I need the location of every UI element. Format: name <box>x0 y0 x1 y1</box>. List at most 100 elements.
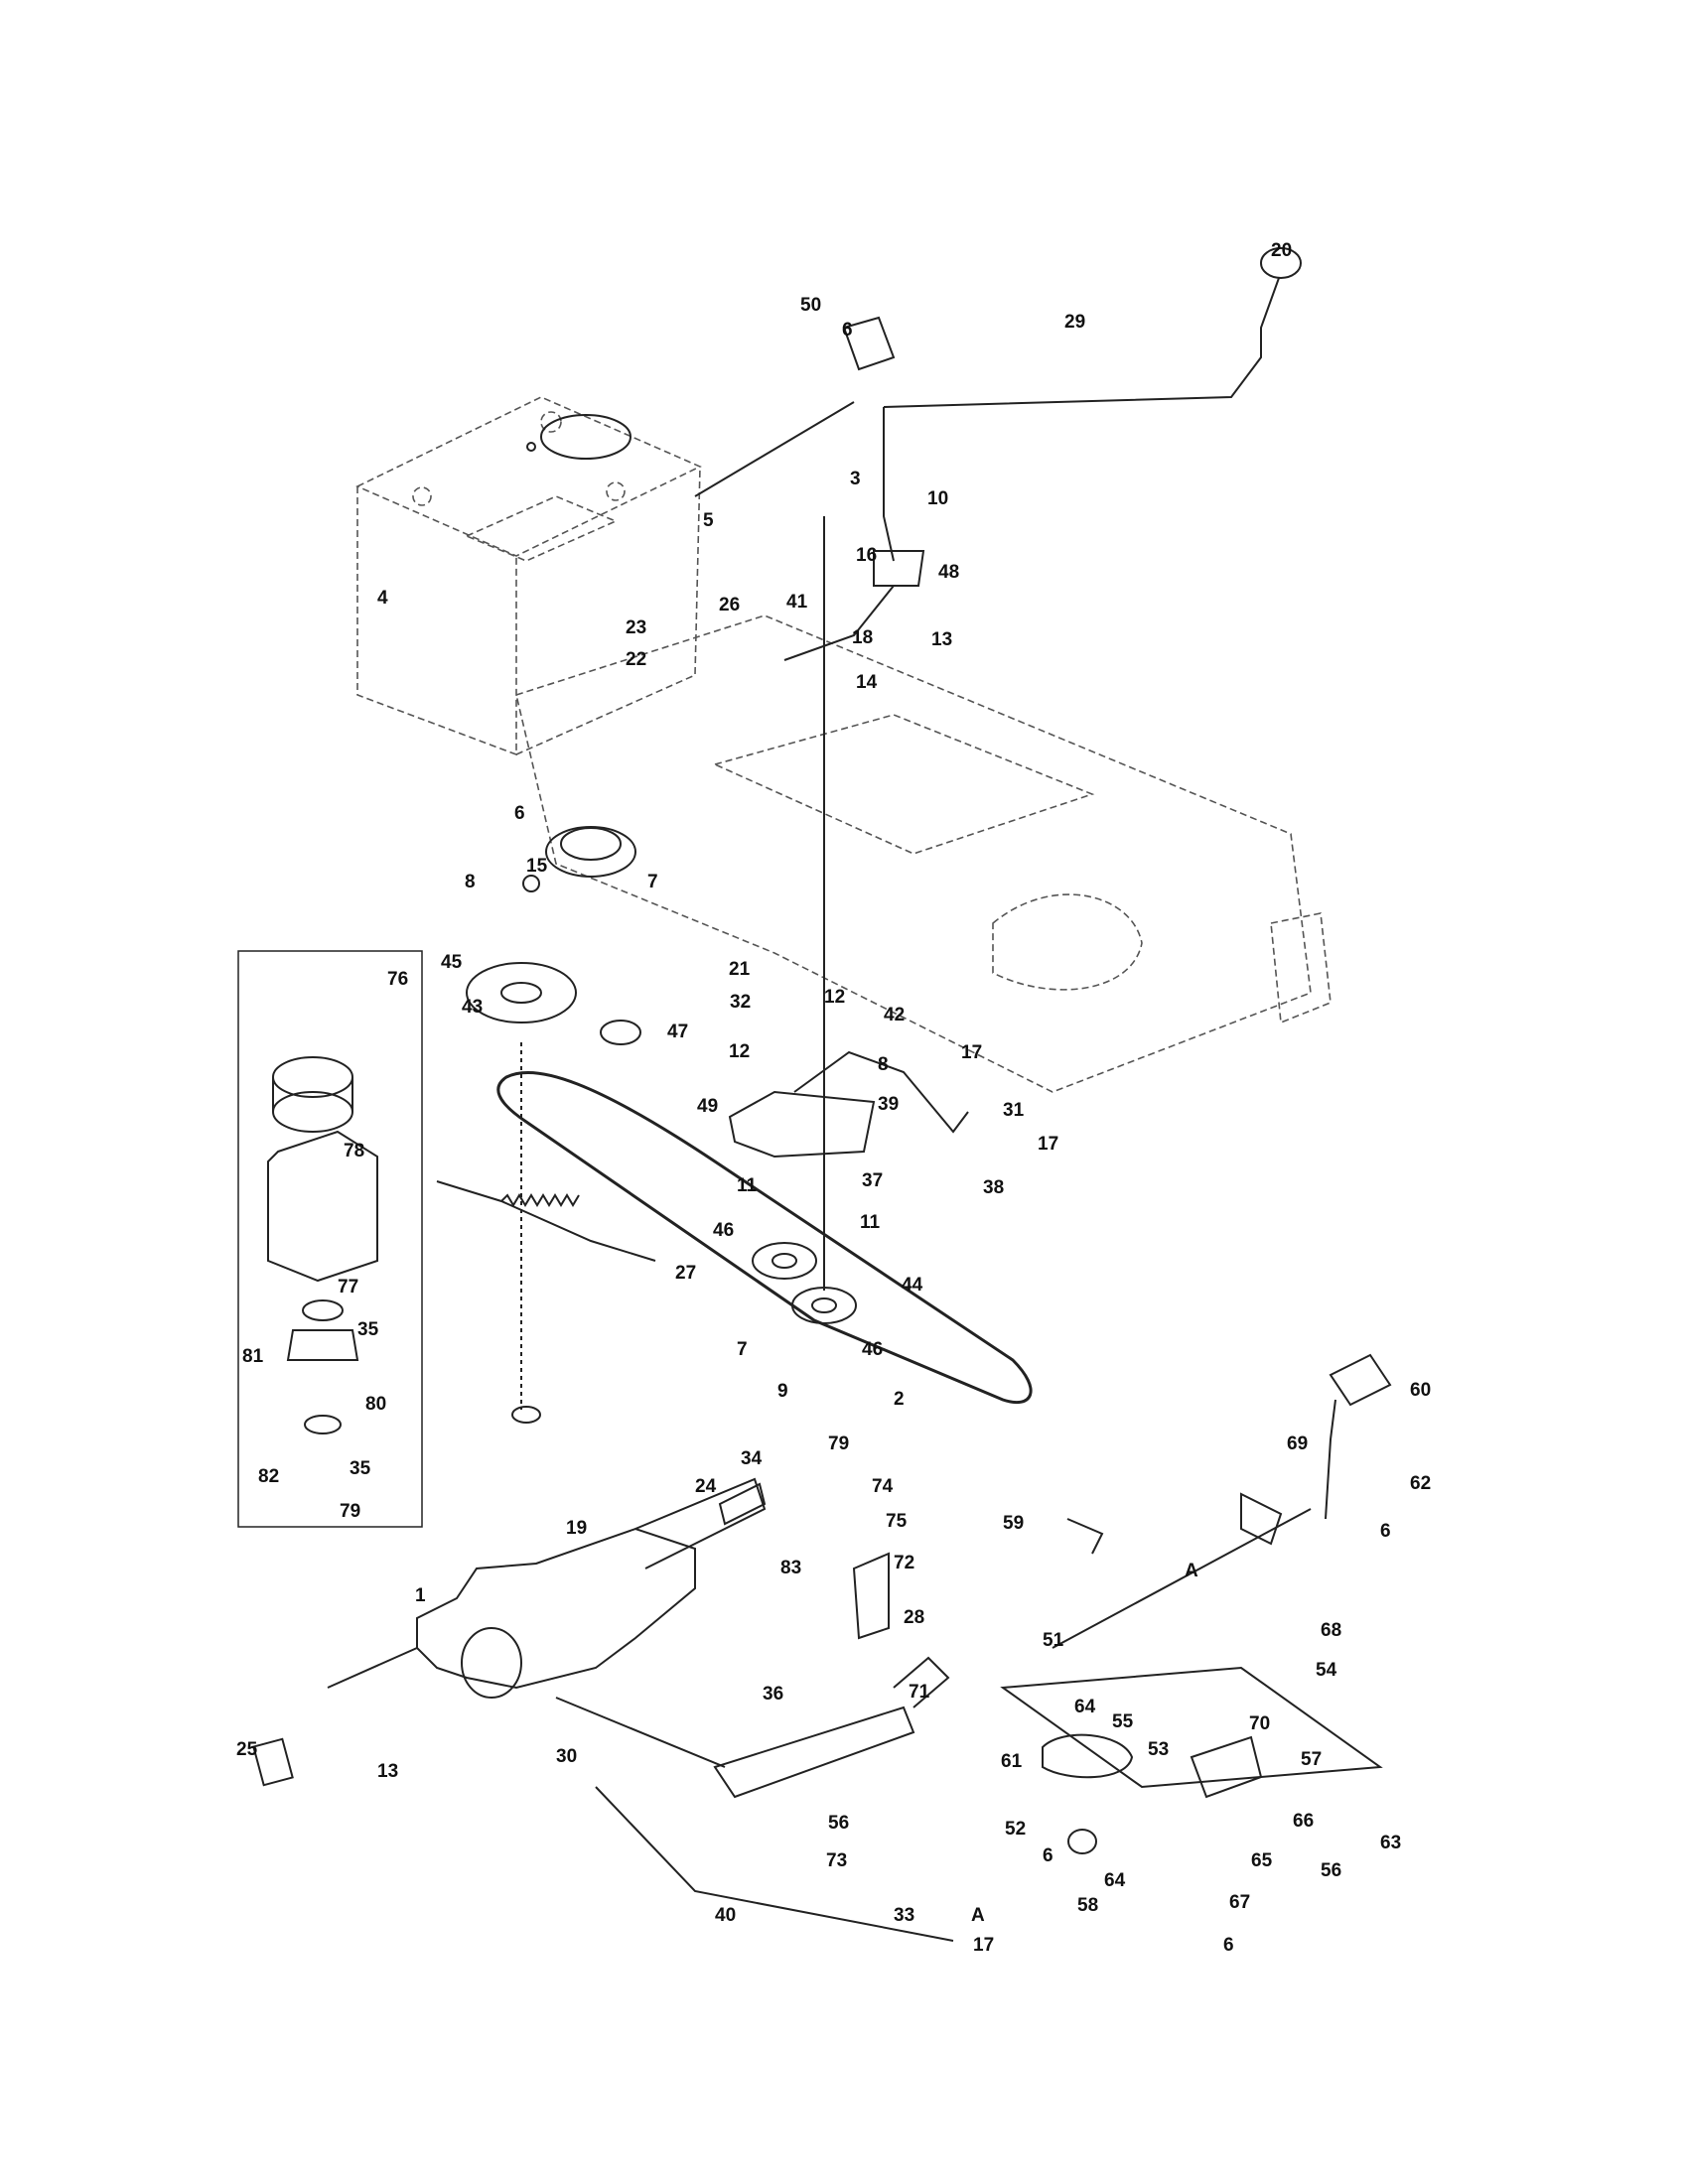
callout-label: 52 <box>1005 1819 1026 1840</box>
callout-label: 36 <box>763 1684 783 1705</box>
callout-label: 7 <box>647 872 658 892</box>
callout-label: 12 <box>729 1041 750 1062</box>
callout-label: 6 <box>1380 1521 1391 1542</box>
shift-lever-assembly <box>694 247 1302 661</box>
callout-label: 10 <box>927 488 948 509</box>
drive-belt <box>496 1070 1033 1405</box>
callout-label: 22 <box>626 649 646 670</box>
callout-label: 66 <box>1293 1811 1314 1832</box>
callout-label: 73 <box>826 1850 847 1871</box>
callout-label: 16 <box>856 545 877 566</box>
callout-label: 79 <box>828 1433 849 1454</box>
callout-label: 6 <box>514 803 525 824</box>
callout-label: 18 <box>852 627 873 648</box>
callout-label: 46 <box>862 1339 883 1360</box>
callout-label: 79 <box>340 1501 360 1522</box>
callout-label: 32 <box>730 992 751 1013</box>
callout-label: 17 <box>973 1935 994 1956</box>
callout-label: 17 <box>961 1042 982 1063</box>
upper-pulley-assembly <box>466 414 641 1045</box>
callout-label: 9 <box>777 1381 788 1402</box>
chassis-frame <box>355 396 1332 1093</box>
callout-label: 8 <box>465 872 476 892</box>
callout-label: 4 <box>377 588 388 609</box>
pedal-assembly <box>1000 1353 1392 1854</box>
callout-label: A <box>971 1905 985 1926</box>
callout-label: 26 <box>719 595 740 615</box>
callout-label: 56 <box>828 1813 849 1834</box>
callout-label: 45 <box>441 952 463 973</box>
callout-label: 41 <box>786 592 808 613</box>
callout-label: 61 <box>1001 1751 1023 1772</box>
callout-label: 82 <box>258 1466 279 1487</box>
callout-label: 37 <box>862 1170 883 1191</box>
callout-label: 64 <box>1104 1870 1126 1891</box>
callout-label: 46 <box>713 1220 734 1241</box>
callout-label: 17 <box>1038 1134 1058 1155</box>
callout-label: 48 <box>938 562 959 583</box>
callout-label: 40 <box>715 1905 736 1926</box>
callout-label: 3 <box>850 469 861 489</box>
callout-label: 76 <box>387 969 408 990</box>
transaxle-assembly <box>252 1042 954 1942</box>
callout-label: 6 <box>1223 1935 1234 1956</box>
callout-label: 68 <box>1321 1620 1341 1641</box>
callout-label: 20 <box>1271 240 1292 261</box>
idler-assembly <box>728 516 969 1324</box>
callout-label: 34 <box>741 1448 763 1469</box>
callout-label: 43 <box>462 997 483 1018</box>
callout-label: 71 <box>909 1682 930 1703</box>
callout-label: 81 <box>242 1346 264 1367</box>
callout-label: 74 <box>872 1476 894 1497</box>
callout-label: 5 <box>703 510 714 531</box>
callout-label: 60 <box>1410 1380 1431 1401</box>
callout-label: 30 <box>556 1746 577 1767</box>
callout-label: 6 <box>842 320 853 341</box>
callout-label: 54 <box>1316 1660 1337 1681</box>
callout-label: 70 <box>1249 1713 1270 1734</box>
callout-label: 13 <box>931 629 952 650</box>
callout-label: 13 <box>377 1761 398 1782</box>
callout-label: 55 <box>1112 1711 1134 1732</box>
callout-label: 53 <box>1148 1739 1169 1760</box>
callout-label: 25 <box>236 1739 258 1760</box>
callout-label: 19 <box>566 1518 587 1539</box>
callout-label: 35 <box>357 1319 379 1340</box>
callout-label: 64 <box>1074 1697 1096 1717</box>
callout-label: 2 <box>894 1389 905 1410</box>
callout-label: 51 <box>1043 1630 1064 1651</box>
callout-label: 59 <box>1003 1513 1024 1534</box>
callout-label: 29 <box>1064 312 1085 333</box>
callout-label: 15 <box>526 856 548 877</box>
callout-label: 83 <box>780 1558 801 1578</box>
callout-label: 8 <box>878 1054 889 1075</box>
callout-label: 75 <box>886 1511 908 1532</box>
callout-label: 57 <box>1301 1749 1322 1770</box>
callout-label: 38 <box>983 1177 1004 1198</box>
callout-label: 47 <box>667 1022 688 1042</box>
callout-label: 31 <box>1003 1100 1025 1121</box>
callout-label: 69 <box>1287 1433 1308 1454</box>
callout-label: 65 <box>1251 1850 1273 1871</box>
callout-label: 49 <box>697 1096 718 1117</box>
callout-label: 42 <box>884 1005 905 1025</box>
callout-label: 21 <box>729 959 751 980</box>
callout-label: 12 <box>824 987 845 1008</box>
callout-label: 58 <box>1077 1895 1098 1916</box>
callout-label: 28 <box>904 1607 924 1628</box>
callout-label: 72 <box>894 1553 914 1573</box>
callout-label: 78 <box>344 1141 364 1161</box>
callout-label: 14 <box>856 672 878 693</box>
callout-label: 35 <box>350 1458 371 1479</box>
callout-label: 7 <box>737 1339 748 1360</box>
callout-label: 11 <box>737 1175 758 1196</box>
callout-label: 27 <box>675 1263 696 1284</box>
callout-label: 77 <box>338 1277 358 1297</box>
spring-27 <box>436 1180 656 1262</box>
callout-label: 62 <box>1410 1473 1431 1494</box>
callout-label: 67 <box>1229 1892 1250 1913</box>
callout-label: 23 <box>626 617 646 638</box>
callout-label: 6 <box>1043 1845 1053 1866</box>
